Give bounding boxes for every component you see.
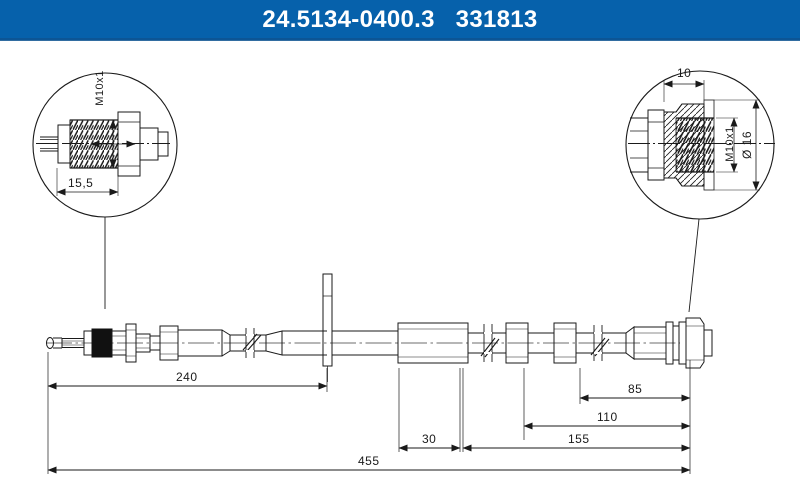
title-bar-shadow <box>0 38 800 41</box>
left-detail-bubble <box>32 72 178 309</box>
left-detail-length-label: 15,5 <box>68 176 94 190</box>
dimension-label-30: 30 <box>422 432 437 446</box>
page-title: 24.5134-0400.3 331813 <box>262 6 538 33</box>
left-detail-thread-label: M10x1 <box>93 70 106 106</box>
right-detail-bubble <box>625 70 775 313</box>
dimension-label-85: 85 <box>628 382 643 396</box>
right-detail-width-label: 10 <box>677 66 692 80</box>
dimension-label-455: 455 <box>358 454 380 468</box>
main-assembly <box>46 273 713 382</box>
dimension-label-110: 110 <box>597 410 618 424</box>
right-detail-diameter-label: Ø 16 <box>740 130 755 160</box>
right-detail-thread-label: M10x1 <box>723 126 736 162</box>
title-bar: 24.5134-0400.3 331813 <box>0 0 800 40</box>
dimension-label-240: 240 <box>176 370 198 384</box>
dimension-lines <box>47 352 691 474</box>
dimension-label-155: 155 <box>568 432 590 446</box>
